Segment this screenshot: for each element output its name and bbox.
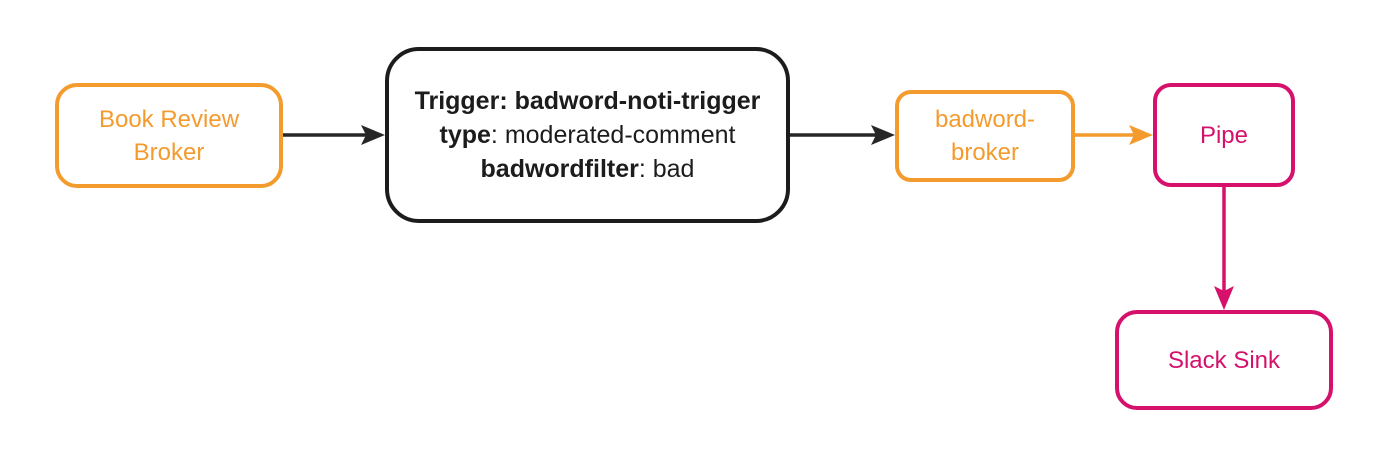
arrowhead-badword-broker-to-pipe xyxy=(1129,125,1153,145)
arrowhead-book-review-broker-to-trigger xyxy=(361,125,385,145)
node-badword-broker-label: badword-broker xyxy=(934,106,1036,166)
node-slack-sink: Slack Sink xyxy=(1115,310,1333,410)
trigger-line-1: Trigger: badword-noti-trigger xyxy=(414,87,761,115)
node-pipe-label: Pipe xyxy=(1199,121,1249,149)
node-trigger: Trigger: badword-noti-trigger type: mode… xyxy=(385,47,790,223)
node-pipe: Pipe xyxy=(1153,83,1295,187)
node-book-review-broker: Book Review Broker xyxy=(55,83,283,188)
trigger-line-3: badwordfilter: bad xyxy=(480,155,695,183)
node-trigger-text: Trigger: badword-noti-trigger type: mode… xyxy=(389,84,786,186)
arrowhead-trigger-to-badword-broker xyxy=(871,125,895,145)
node-badword-broker: badword-broker xyxy=(895,90,1075,182)
trigger-line-2: type: moderated-comment xyxy=(439,121,736,149)
arrowhead-pipe-to-slack-sink xyxy=(1214,286,1234,310)
node-book-review-broker-label: Book Review Broker xyxy=(98,105,240,166)
node-slack-sink-label: Slack Sink xyxy=(1167,346,1281,374)
